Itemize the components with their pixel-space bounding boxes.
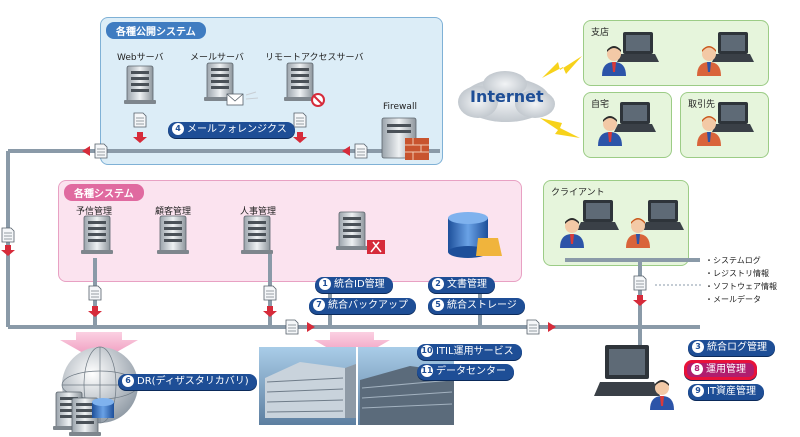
mail-server-label: メールサーバ: [190, 53, 244, 63]
prohibit-icon: [311, 93, 325, 107]
hr-mgmt-label: 人事管理: [240, 207, 277, 217]
internal-systems-title: 各種システム: [64, 184, 144, 201]
pill-label: IT資産管理: [707, 386, 757, 397]
pill-label: DR(ディザスタリカバリ): [137, 376, 249, 387]
partner-label: 取引先: [688, 100, 716, 110]
client-info-list: ・システムログ ・レジストリ情報 ・ソフトウェア情報 ・メールデータ: [705, 254, 777, 306]
home-label: 自宅: [591, 100, 610, 110]
pill-label: ITIL運用サービス: [436, 346, 514, 357]
internet-label: Internet: [470, 87, 544, 106]
credit-mgmt-label: 予信管理: [76, 207, 113, 217]
customer-mgmt-label: 顧客管理: [155, 207, 192, 217]
pill-label: 統合ID管理: [334, 279, 385, 290]
pill-label: 統合ストレージ: [447, 300, 517, 311]
firewall-label: Firewall: [383, 102, 417, 112]
lightning-icon: [542, 56, 582, 78]
pill-label: 文書管理: [447, 279, 487, 290]
database-icon: [448, 212, 502, 258]
pill-number: 7: [313, 299, 325, 311]
pill-number: 5: [432, 299, 444, 311]
pill-label: 統合ログ管理: [707, 342, 767, 353]
pill-number: 1: [319, 278, 331, 290]
pill-label: メールフォレンジクス: [187, 124, 287, 135]
lightning-icon: [540, 118, 580, 138]
mail-envelope-icon: [226, 91, 259, 106]
pill-number: 2: [432, 278, 444, 290]
list-item: ・ソフトウェア情報: [705, 282, 777, 291]
branch-label: 支店: [591, 28, 610, 38]
client-label: クライアント: [551, 188, 605, 198]
pill-number: 6: [122, 375, 134, 387]
list-item: ・システムログ: [705, 256, 761, 265]
pill-number: 9: [692, 385, 704, 397]
pill-number: 4: [172, 123, 184, 135]
internet-cloud-icon: [458, 71, 555, 122]
block-icon: [367, 240, 385, 254]
pill-number: 11: [421, 365, 433, 377]
remote-access-server-label: リモートアクセスサーバ: [265, 53, 364, 63]
firewall-icon: [381, 117, 429, 160]
pill-label: 統合バックアップ: [328, 300, 408, 311]
pill-label: 運用管理: [706, 364, 746, 375]
pill-number: 3: [692, 341, 704, 353]
pill-number: 10: [421, 345, 433, 357]
list-item: ・レジストリ情報: [705, 269, 769, 278]
public-systems-title: 各種公開システム: [106, 22, 206, 39]
list-item: ・メールデータ: [705, 295, 761, 304]
pill-number: 8: [691, 363, 703, 375]
web-server-label: Webサーバ: [117, 53, 164, 63]
pill-label: データセンター: [436, 366, 506, 377]
datacenter-photo-icon: [259, 347, 454, 425]
operations-pc-icon: [594, 345, 660, 396]
